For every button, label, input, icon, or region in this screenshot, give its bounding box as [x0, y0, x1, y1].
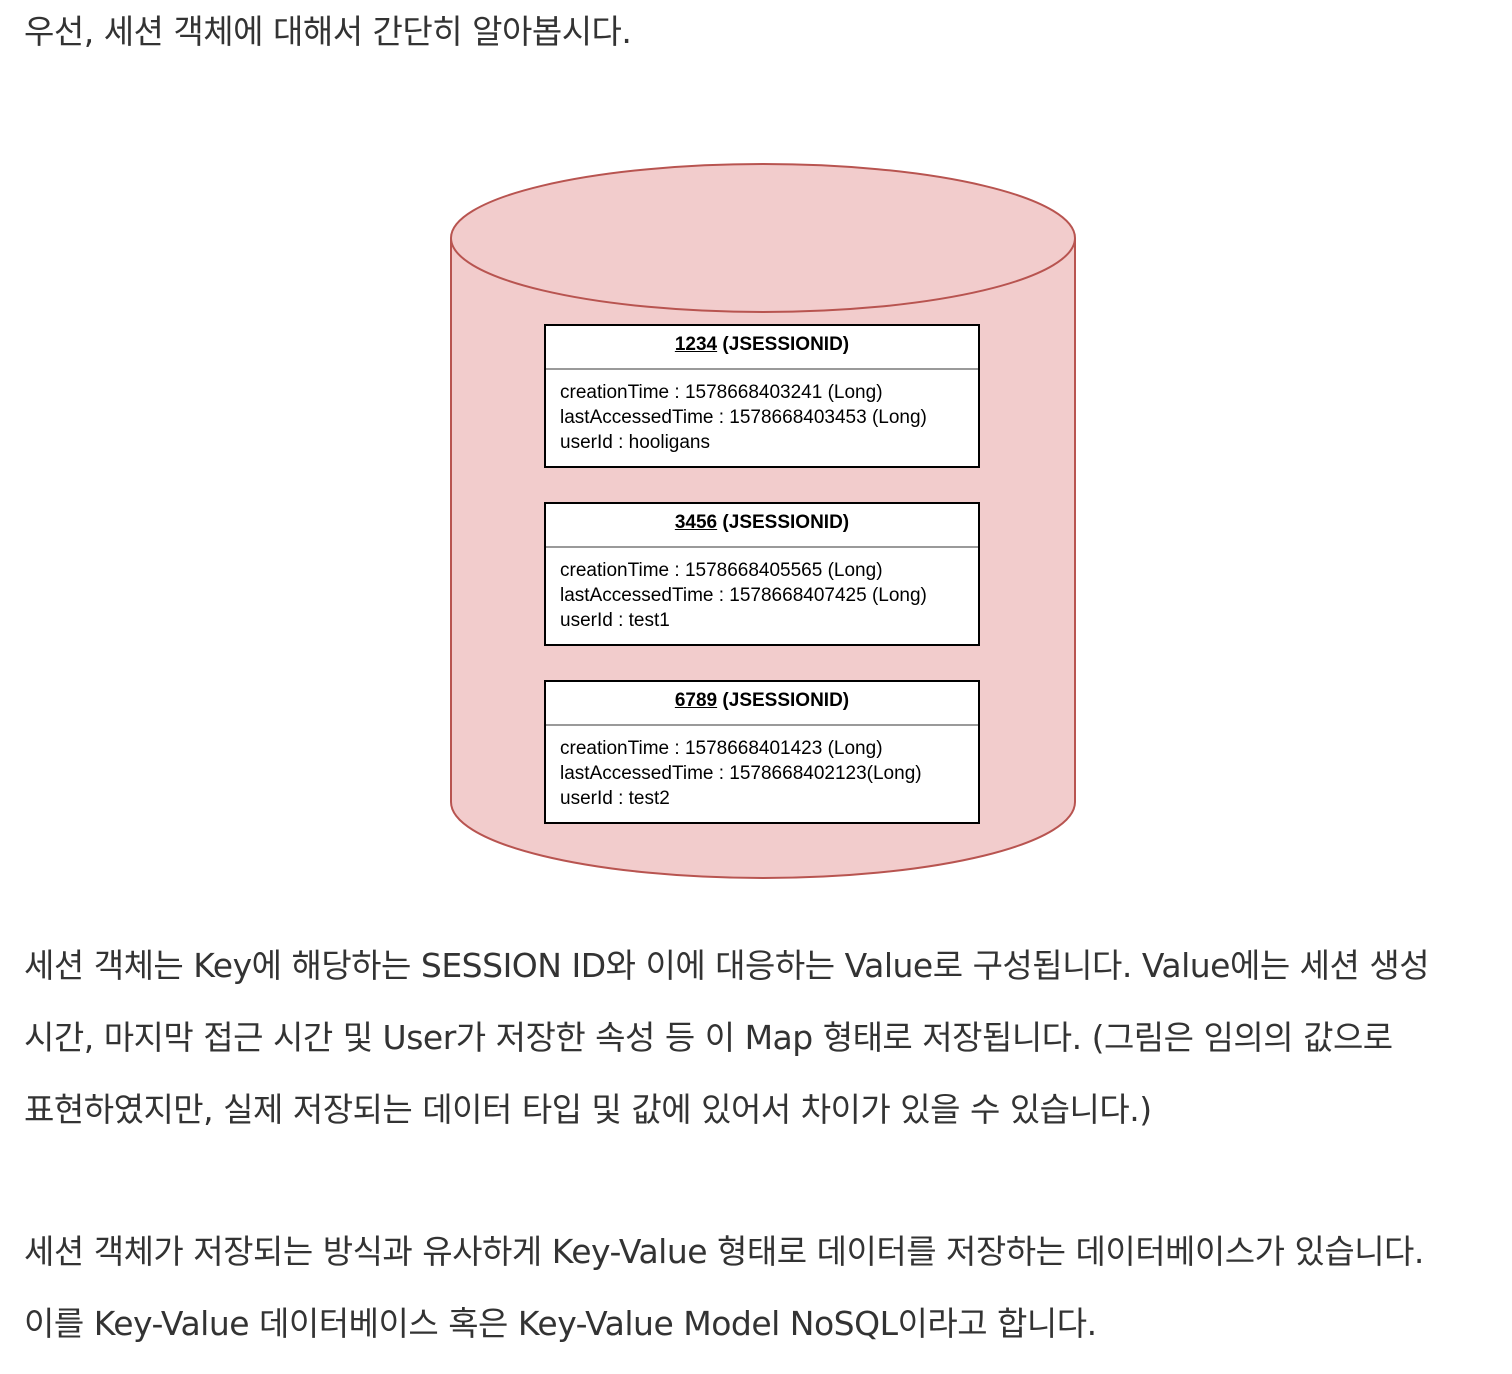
- session-entry: 6789 (JSESSIONID) creationTime : 1578668…: [544, 680, 980, 824]
- session-entry-attributes: creationTime : 1578668401423 (Long) last…: [546, 726, 978, 819]
- session-entry-attributes: creationTime : 1578668403241 (Long) last…: [546, 370, 978, 463]
- last-accessed-time: lastAccessedTime : 1578668402123(Long): [560, 763, 922, 784]
- session-entry: 3456 (JSESSIONID) creationTime : 1578668…: [544, 502, 980, 646]
- session-id: 1234: [674, 334, 718, 355]
- last-accessed-time: lastAccessedTime : 1578668403453 (Long): [560, 407, 927, 428]
- session-entry-attributes: creationTime : 1578668405565 (Long) last…: [546, 548, 978, 641]
- user-id: userId : hooligans: [560, 432, 710, 453]
- session-entry-header: 3456 (JSESSIONID): [546, 504, 978, 548]
- last-accessed-time: lastAccessedTime : 1578668407425 (Long): [560, 585, 927, 606]
- session-entry: 1234 (JSESSIONID) creationTime : 1578668…: [544, 324, 980, 468]
- body-paragraph: 세션 객체는 Key에 해당하는 SESSION ID와 이에 대응하는 Val…: [24, 946, 1430, 1129]
- session-id: 6789: [674, 690, 718, 711]
- session-id-suffix: (JSESSIONID): [717, 334, 850, 355]
- session-id-suffix: (JSESSIONID): [717, 512, 850, 533]
- creation-time: creationTime : 1578668403241 (Long): [560, 382, 883, 403]
- session-id: 3456: [674, 512, 718, 533]
- intro-text: 우선, 세션 객체에 대해서 간단히 알아봅시다.: [24, 12, 632, 51]
- user-id: userId : test2: [560, 788, 670, 809]
- body-paragraph: 세션 객체가 저장되는 방식과 유사하게 Key-Value 형태로 데이터를 …: [24, 1232, 1424, 1343]
- user-id: userId : test1: [560, 610, 670, 631]
- session-id-suffix: (JSESSIONID): [717, 690, 850, 711]
- creation-time: creationTime : 1578668405565 (Long): [560, 560, 883, 581]
- session-store-diagram: 1234 (JSESSIONID) creationTime : 1578668…: [448, 160, 1078, 882]
- creation-time: creationTime : 1578668401423 (Long): [560, 738, 883, 759]
- session-entry-header: 1234 (JSESSIONID): [546, 326, 978, 370]
- session-entry-header: 6789 (JSESSIONID): [546, 682, 978, 726]
